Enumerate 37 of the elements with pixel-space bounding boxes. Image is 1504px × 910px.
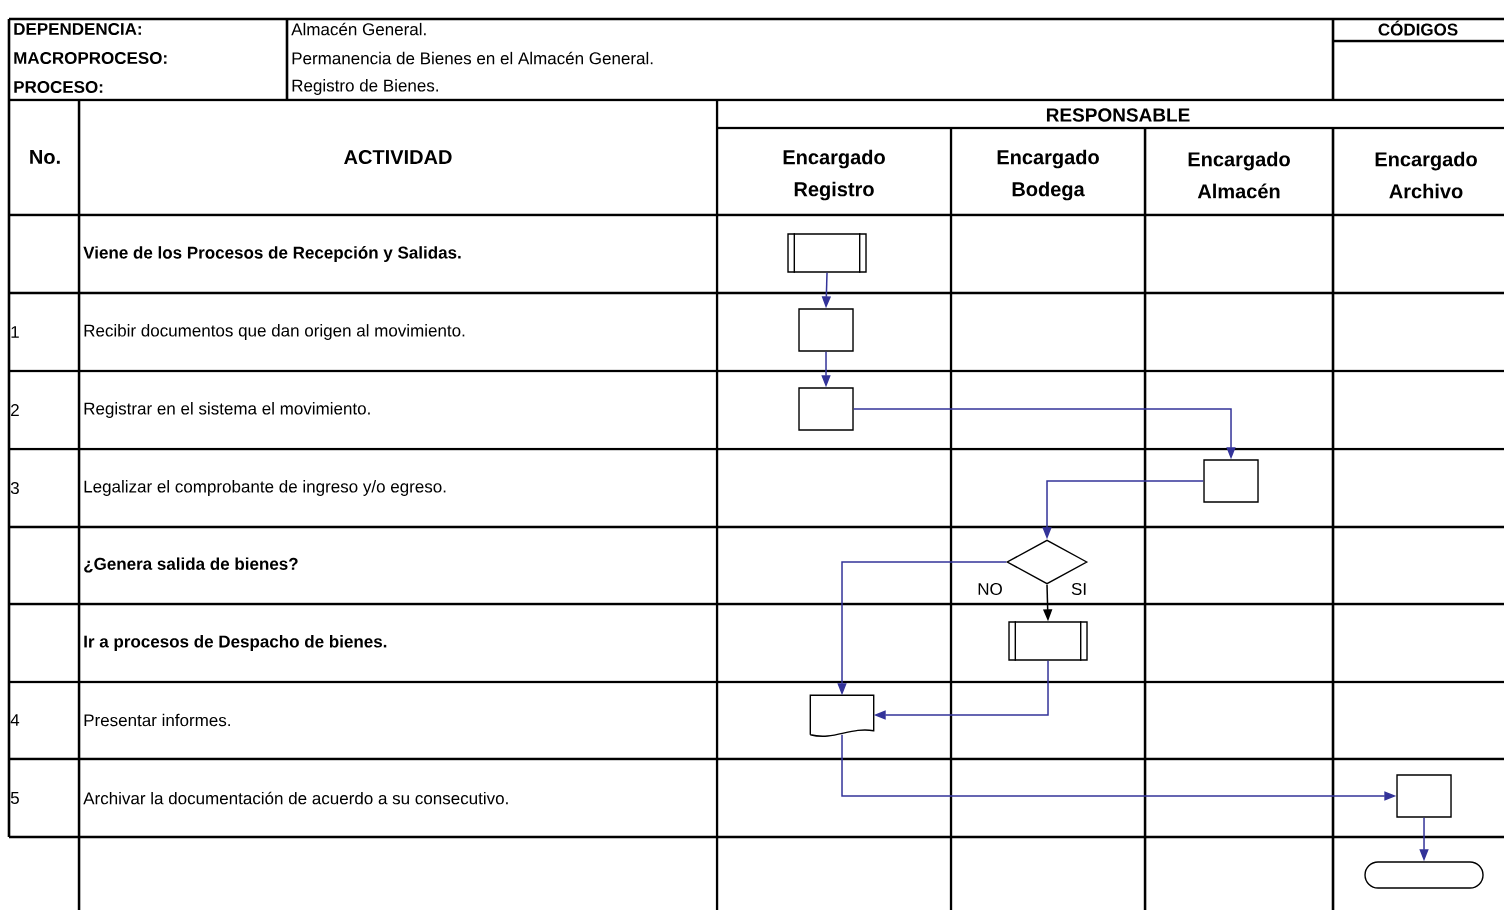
step-number: 2 [11,404,19,416]
activity-text: Archivar la documentación de acuerdo a su consecutivo. [83,791,508,805]
field-label: DEPENDENCIA: [14,23,141,35]
column-header: Encargado Archivo [1375,151,1477,199]
column-header: No. [30,150,60,164]
process-box [1396,774,1452,818]
column-header: RESPONSABLE [1046,108,1190,122]
edge-label: NO [976,582,1004,597]
edge-label: SI [1070,582,1089,597]
column-header: Encargado Bodega [997,149,1099,201]
column-header: Encargado Almacén [1188,151,1290,199]
document-shape [809,694,875,737]
field-label: MACROPROCESO: [14,52,167,65]
activity-text: Presentar informes. [84,713,230,727]
subprocess-box [787,232,867,274]
field-label: PROCESO: [14,81,103,94]
field-value: Almacén General. [291,22,426,36]
column-header: ACTIVIDAD [344,149,452,165]
step-number: 3 [10,482,19,495]
activity-text: Legalizar el comprobante de ingreso y/o egreso. [84,480,446,496]
activity-text: Viene de los Procesos de Recepción y Salidas. [83,246,461,262]
subprocess-box [1008,620,1088,662]
process-box [798,387,854,431]
field-value: Permanencia de Bienes en el Almacén General. [292,51,653,65]
activity-text: Recibir documentos que dan origen al movimiento. [84,324,465,340]
field-value: Registro de Bienes. [292,79,438,95]
step-number: 5 [10,792,19,804]
column-header: CÓDIGOS [1378,20,1458,36]
column-header: Encargado Registro [783,149,885,201]
activity-text: Registrar en el sistema el movimiento. [84,402,370,418]
terminator-shape [1364,861,1484,889]
activity-text: ¿Genera salida de bienes? [84,557,298,573]
activity-text: Ir a procesos de Despacho de bienes. [84,635,387,651]
step-number: 1 [11,326,19,338]
process-box [1203,459,1259,503]
process-box [798,308,854,352]
step-number: 4 [10,714,20,726]
